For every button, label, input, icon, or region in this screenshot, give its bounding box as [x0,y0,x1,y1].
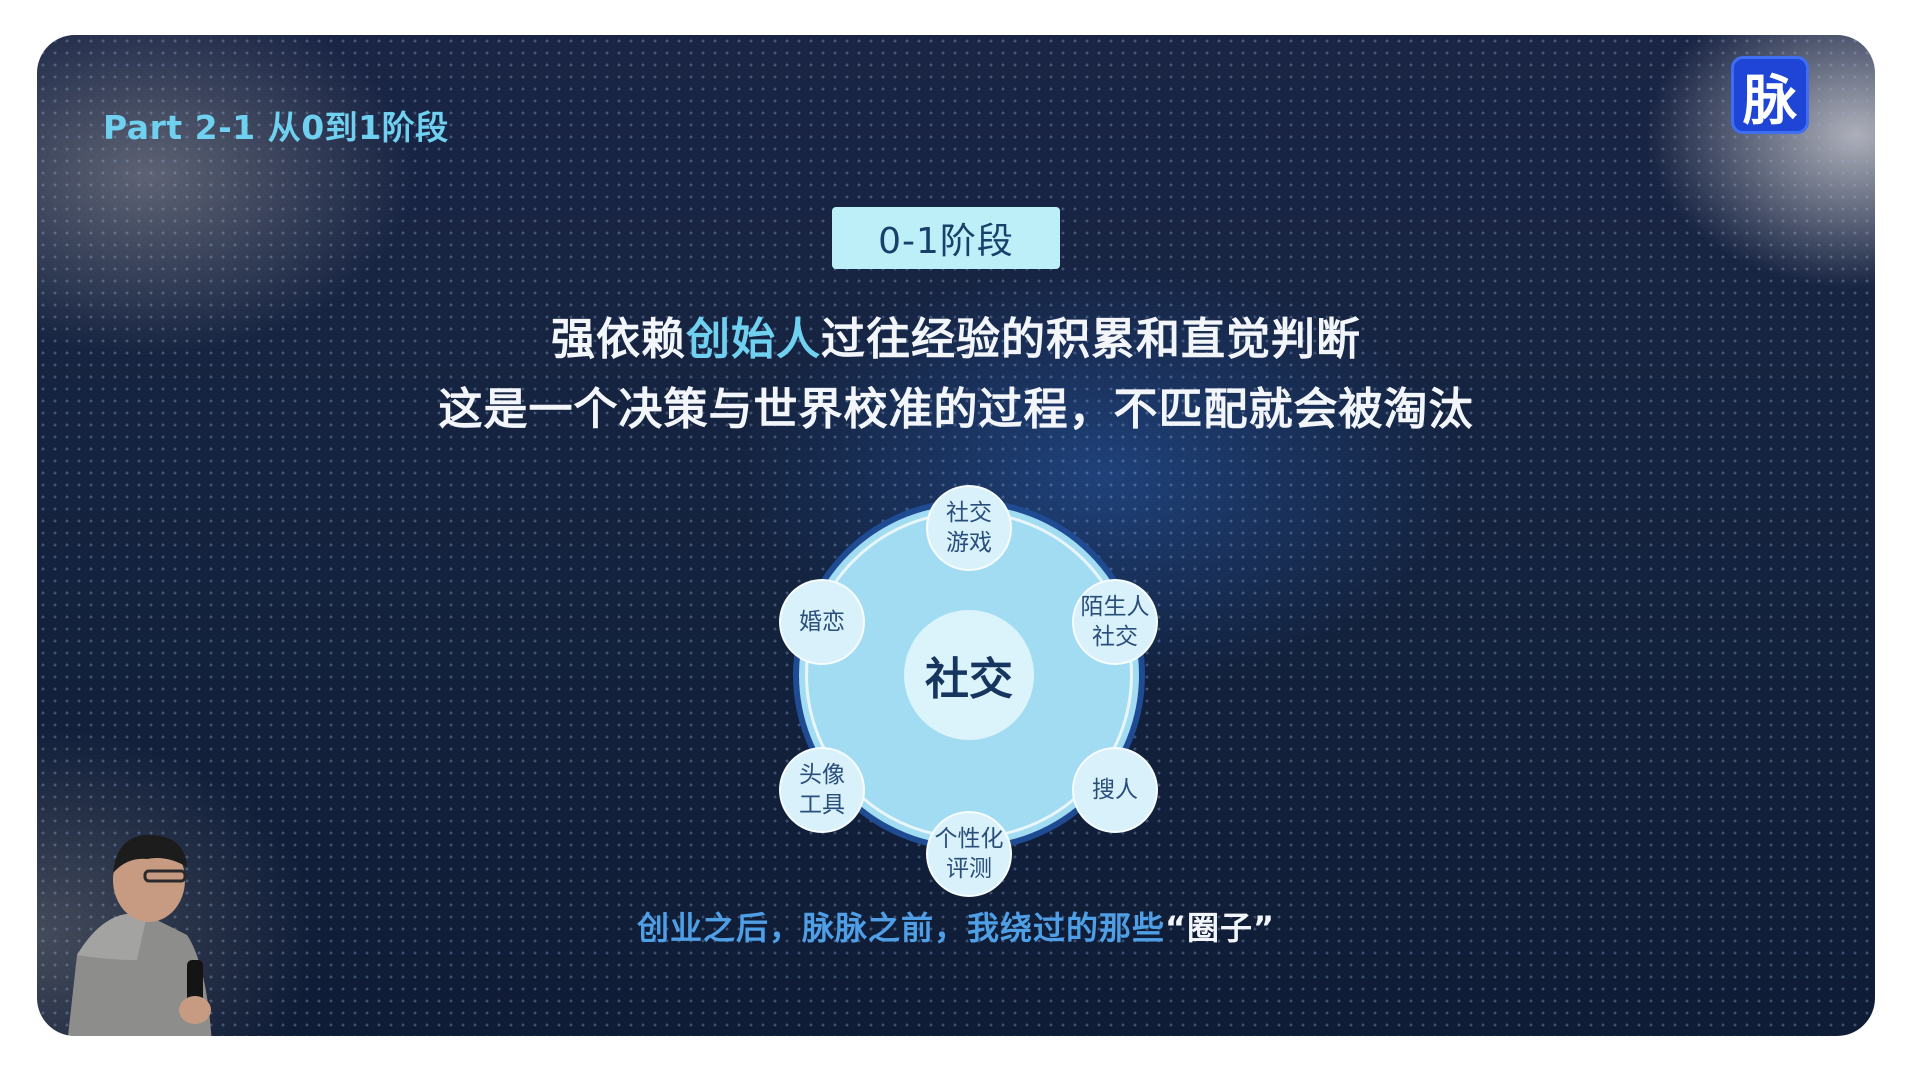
part-title: Part 2-1 从0到1阶段 [103,108,449,147]
headline-suffix: 过往经验的积累和直觉判断 [821,314,1361,365]
caption: 创业之后，脉脉之前，我绕过的那些“圈子” [37,903,1875,949]
subheadline: 这是一个决策与世界校准的过程，不匹配就会被淘汰 [438,384,1474,435]
headline: 强依赖创始人过往经验的积累和直觉判断 [37,303,1875,367]
node-personal-assessment: 个性化 评测 [926,811,1012,897]
caption-quoted: “圈子” [1164,909,1276,947]
node-stranger-social: 陌生人 社交 [1072,579,1158,665]
headline-highlight: 创始人 [686,314,821,365]
stage-tag: 0-1阶段 [832,207,1060,269]
video-frame: Part 2-1 从0到1阶段 脉 0-1阶段 强依赖创始人过往经验的积累和直觉… [37,35,1875,1036]
presenter-figure [68,834,212,1036]
headline-prefix: 强依赖 [551,314,686,365]
node-dating: 婚恋 [779,579,865,665]
node-social-games: 社交 游戏 [926,485,1012,571]
caption-main: 创业之后，脉脉之前，我绕过的那些 [636,909,1165,947]
hub-center: 社交 [904,610,1034,740]
node-people-search: 搜人 [1072,747,1158,833]
node-avatar-tool: 头像 工具 [779,747,865,833]
brand-logo: 脉 [1731,56,1809,134]
social-circle-diagram: 社交 社交 游戏 陌生人 社交 搜人 个性化 评测 头像 工具 婚恋 [749,455,1189,897]
